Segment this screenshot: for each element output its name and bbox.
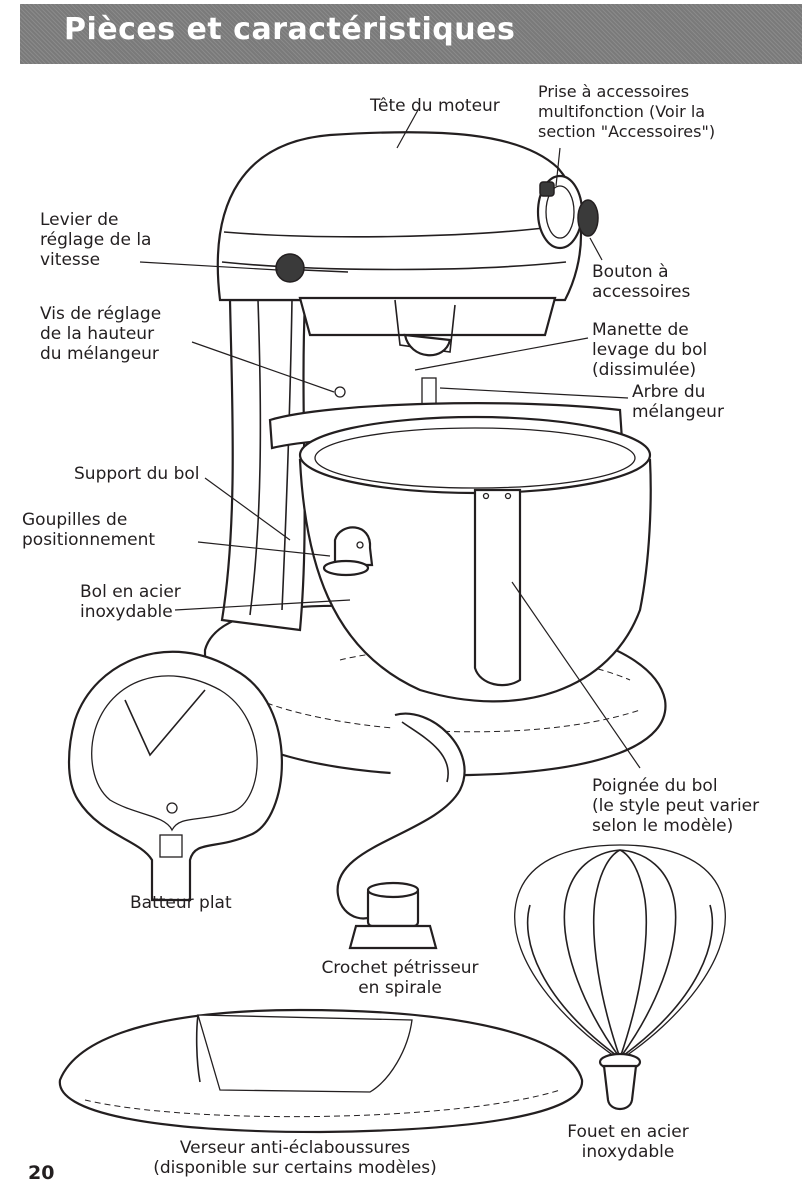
label-speed-control: Levier de réglage de la vitesse: [40, 210, 152, 270]
label-wire-whip: Fouet en acier inoxydable: [567, 1122, 689, 1162]
bowl-handle: [473, 488, 522, 687]
dough-hook: [336, 712, 466, 950]
wire-whip: [514, 844, 726, 1111]
label-locating-pins: Goupilles de positionnement: [22, 510, 156, 550]
label-bowl-handle: Poignée du bol (le style peut varier sel…: [592, 776, 760, 836]
label-attachment-knob: Bouton à accessoires: [592, 262, 691, 302]
motor-head: [216, 131, 583, 357]
leader-lines: [139, 109, 641, 769]
label-pouring-shield: Verseur anti-éclaboussures (disponible s…: [153, 1138, 437, 1178]
label-dough-hook: Crochet pétrisseur en spirale: [321, 958, 479, 998]
speed-control-knob: [275, 253, 349, 283]
mixer-column: [220, 298, 307, 632]
label-steel-bowl: Bol en acier inoxydable: [80, 582, 181, 622]
label-attachment-hub: Prise à accessoires multifonction (Voir …: [538, 82, 716, 141]
height-screw: [334, 386, 346, 398]
label-bowl-support: Support du bol: [74, 464, 200, 484]
label-beater-shaft: Arbre du mélangeur: [632, 382, 724, 422]
label-motor-head: Tête du moteur: [370, 96, 500, 116]
attachment-hub: [536, 174, 599, 250]
label-flat-beater: Batteur plat: [130, 893, 232, 913]
page-title: Pièces et caractéristiques: [64, 12, 516, 47]
flat-beater: [67, 650, 283, 902]
steel-bowl: [298, 415, 652, 703]
page-number: 20: [28, 1162, 55, 1184]
header-banner: Pièces et caractéristiques: [20, 4, 802, 64]
label-bowl-lift: Manette de levage du bol (dissimulée): [592, 320, 708, 380]
pouring-shield: [58, 1008, 584, 1134]
locating-pin-bracket: [322, 526, 374, 577]
label-height-screw: Vis de réglage de la hauteur du mélangeu…: [40, 304, 162, 364]
